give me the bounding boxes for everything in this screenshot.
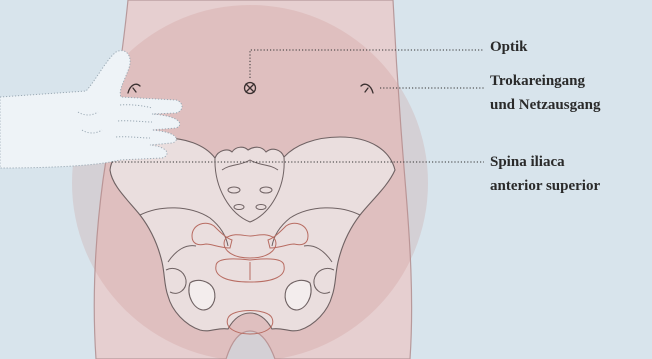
label-trokar-line2: und Netzausgang — [490, 97, 601, 113]
label-spina-line1: Spina iliaca — [490, 154, 565, 170]
label-spina-line2: anterior superior — [490, 178, 600, 194]
label-optik: Optik — [490, 39, 528, 55]
label-trokar-line1: Trokareingang — [490, 73, 586, 89]
